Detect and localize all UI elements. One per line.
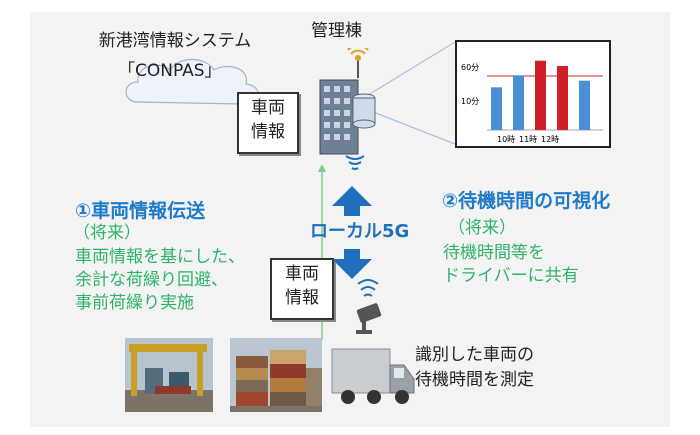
- xtick-12: 12時: [541, 135, 559, 144]
- cloud-icon: [125, 58, 259, 105]
- chart-bar-5: [579, 80, 590, 130]
- vehicle-info-line1: 車両: [285, 264, 319, 284]
- vehicle-info-box-top: 車両 情報: [237, 92, 299, 154]
- xtick-10: 10時: [497, 135, 515, 144]
- right-line-1: 待機時間等を: [443, 243, 545, 263]
- zoom-line-top: [359, 41, 456, 101]
- measurement-line1: 識別した車両の: [415, 345, 534, 365]
- chart-bar-4: [557, 66, 568, 130]
- xtick-11: 11時: [519, 135, 537, 144]
- camera-icon: [356, 279, 382, 334]
- vehicle-info-line2: 情報: [251, 122, 285, 142]
- uplink-arrowhead: [318, 164, 326, 172]
- container-stack-photo: [230, 338, 322, 412]
- chart-bar-3: [535, 60, 546, 130]
- right-heading: ②待機時間の可視化: [442, 190, 611, 212]
- building-label: 管理棟: [311, 21, 362, 41]
- vehicle-info-line2: 情報: [285, 288, 319, 308]
- waiting-time-chart: 60分 10分 10時 11時 12時: [455, 40, 611, 148]
- vehicle-info-line1: 車両: [251, 98, 285, 118]
- left-line-2: 余計な荷繰り回避、: [75, 270, 228, 290]
- left-heading: ①車両情報伝送: [75, 200, 206, 222]
- right-future: （将来）: [448, 218, 516, 238]
- zoom-line-bottom: [367, 109, 456, 145]
- left-body: 車両情報を基にした、 余計な荷繰り回避、 事前荷繰り実施: [75, 246, 245, 315]
- left-line-3: 事前荷繰り実施: [75, 293, 194, 313]
- chart-svg: 60分 10分 10時 11時 12時: [461, 60, 603, 144]
- gantry-crane-photo: [125, 338, 213, 412]
- vehicle-info-box-bottom: 車両 情報: [270, 258, 334, 320]
- chart-bar-1: [491, 87, 502, 130]
- ytick-10: 10分: [461, 97, 479, 106]
- left-future: （将来）: [73, 223, 141, 243]
- signal-waves-icon: [345, 155, 365, 170]
- chart-bar-2: [513, 75, 524, 130]
- system-code: 「CONPAS」: [118, 61, 222, 81]
- left-line-1: 車両情報を基にした、: [75, 247, 245, 267]
- right-body: 待機時間等を ドライバーに共有: [443, 242, 579, 288]
- local-5g-label: ローカル5G: [310, 221, 410, 242]
- building-icon: [319, 48, 376, 155]
- ytick-60: 60分: [461, 63, 479, 72]
- measurement-text: 識別した車両の 待機時間を測定: [415, 343, 534, 393]
- measurement-line2: 待機時間を測定: [415, 370, 534, 390]
- system-name: 新港湾情報システム: [98, 31, 252, 51]
- truck-icon: [331, 348, 415, 404]
- right-line-2: ドライバーに共有: [443, 266, 579, 286]
- bidirectional-arrow-icon: [332, 186, 372, 279]
